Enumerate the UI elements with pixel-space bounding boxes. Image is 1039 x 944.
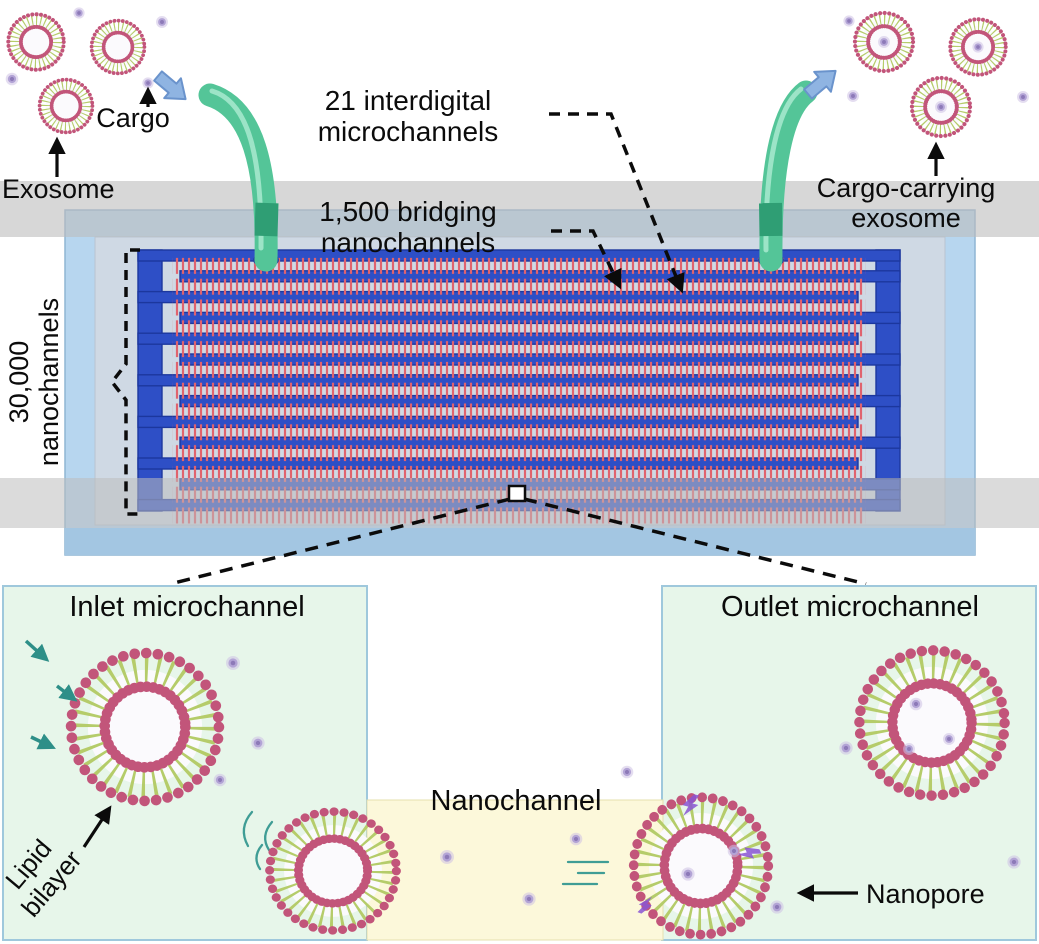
cargo-dot [569,832,583,846]
cargo-dot [620,765,634,779]
cargo-dot [156,16,168,28]
cargo-dot [73,7,85,19]
bridging-label-line1: 1,500 bridging [319,196,496,227]
cargo-entry-arrows [24,639,78,750]
nanochannel-strip [366,799,664,941]
cargo-dot [522,892,536,906]
chip-front-face [65,528,975,555]
cargo-dot [909,697,923,711]
nanopore-label: Nanopore [866,879,985,909]
count-label-line1: 30,000 [4,341,34,424]
cargo-dot [903,743,915,755]
cargo-dot [213,773,227,787]
outlet-tube-glass-band [759,202,783,237]
interdigital-label-line1: 21 interdigital [325,85,492,116]
cargo-dot [935,101,947,113]
glass-layer-top [0,181,1039,237]
cargo-dot [972,41,984,53]
cargo-carrying-label-line2: exosome [851,203,961,233]
exosome [92,21,145,74]
inlet-exosome [71,653,219,801]
cargo-dot [770,900,784,914]
inlet-tube-glass-band [254,202,279,237]
tubing [198,80,818,272]
cargo-dot [440,850,454,864]
bridging-label-line2: nanochannels [321,227,495,258]
cargo-dot [1007,855,1021,869]
cargo-dot [727,844,741,858]
interdigital-label-line2: microchannels [318,116,499,147]
cargo-entry-arrow-icon [30,733,56,750]
inlet-microchannel-label: Inlet microchannel [69,591,304,623]
outlet-microchannel-label: Outlet microchannel [721,591,979,623]
lipid-pointer-arrow [82,805,112,848]
cargo-dot [5,72,19,86]
exiting-exosome [634,797,769,934]
cargo-dot [142,77,154,89]
zoom-source-box [507,484,527,503]
count-label-line2: nanochannels [34,298,64,466]
cargo-dot [251,736,265,750]
bridging-dashed-arrow [551,229,622,290]
cargo-dot [843,15,855,27]
flow-speed-lines [242,810,610,886]
zoom-dashed-line-left [169,497,511,586]
exosome [8,14,63,69]
cargo-entry-arrow-icon [55,684,78,702]
outlet-exosome [859,650,1004,795]
cargo-dot [943,733,955,745]
cargo-dot [847,90,859,102]
exosome-label: Exosome [2,174,115,204]
squeezing-exosome [270,812,397,931]
cargo-dot [878,36,890,48]
cargo-entry-arrow-icon [24,639,50,662]
cargo-dot [839,741,853,755]
exosome [40,80,93,133]
cargo-dot [226,656,240,670]
cargo-dot [681,867,695,881]
output-exosomes [843,13,1029,136]
cargo-label: Cargo [96,103,170,133]
interdigital-dashed-arrow [549,112,685,294]
nanochannel-label: Nanochannel [431,785,602,817]
zoom-dashed-line-right [523,497,867,586]
cargo-carrying-label-line1: Cargo-carrying [817,173,996,203]
cargo-dot [1017,91,1029,103]
